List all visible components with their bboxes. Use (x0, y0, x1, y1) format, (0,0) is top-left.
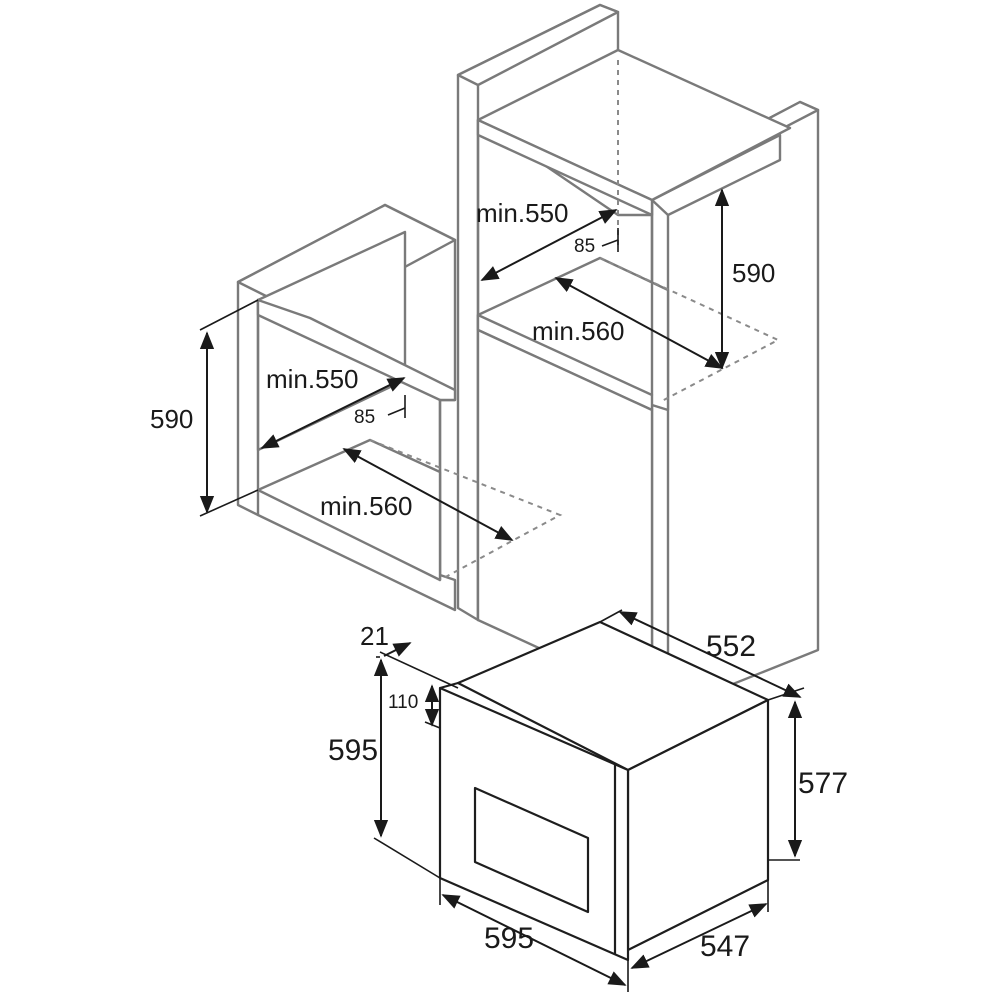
oven-body-depth-label: 552 (706, 630, 756, 663)
left-niche-dimensions: 590 min.550 85 min.560 (150, 299, 514, 541)
oven-front-width-label: 595 (484, 922, 534, 955)
oven-panel-thickness-label: 21 (360, 621, 389, 651)
dim-line-tall-depth (480, 209, 618, 281)
dim-line-tall-width (554, 277, 724, 369)
oven-unit (438, 620, 770, 962)
oven-dimensions: 21 110 595 552 577 595 547 (328, 609, 848, 992)
tall-cabinet-dimensions: min.550 85 590 min.560 (476, 188, 775, 370)
left-niche-offset-label: 85 (354, 407, 375, 428)
tall-cabinet-offset-label: 85 (574, 236, 595, 257)
left-niche-height-label: 590 (150, 404, 193, 434)
oven-body-width-label: 547 (700, 930, 750, 963)
left-niche-width-label: min.560 (320, 491, 413, 521)
dim-line-front-width (441, 894, 627, 986)
dim-line-left-width (342, 448, 514, 541)
tall-cabinet-height-label: 590 (732, 258, 775, 288)
oven-front-height-label: 595 (328, 734, 378, 767)
right-tall-cabinet (650, 100, 820, 712)
tall-cabinet-depth-label: min.550 (476, 198, 569, 228)
dim-line-body-depth (618, 611, 802, 698)
oven-top-offset-label: 110 (388, 692, 418, 713)
oven-body-height-label: 577 (798, 767, 848, 800)
tall-cabinet-width-label: min.560 (532, 316, 625, 346)
left-niche-depth-label: min.550 (266, 364, 359, 394)
dim-line-body-width (630, 903, 768, 969)
dim-line-left-depth (260, 377, 406, 449)
dim-line-panel-thickness (383, 642, 412, 657)
